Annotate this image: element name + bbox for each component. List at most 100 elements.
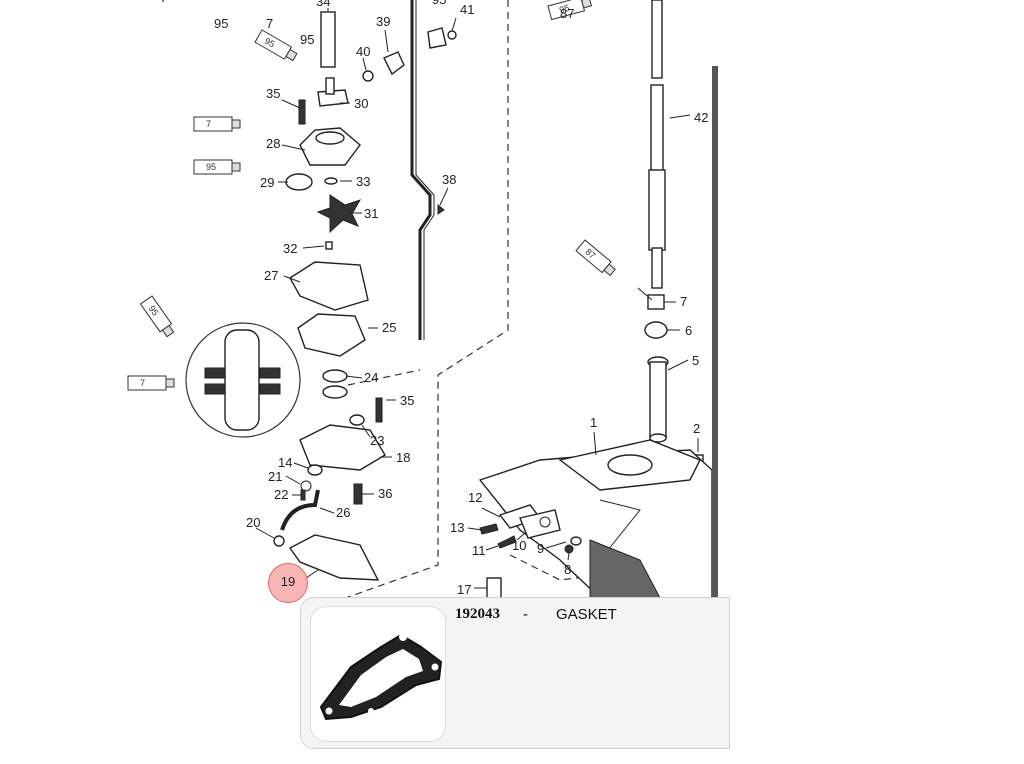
part-thumbnail[interactable]	[310, 606, 446, 742]
callout-33[interactable]: 33	[356, 174, 370, 189]
svg-text:95: 95	[558, 3, 570, 15]
sealant-tube-95: 95	[254, 29, 298, 62]
callout-42[interactable]: 42	[694, 110, 708, 125]
seal-24a[interactable]	[322, 369, 348, 383]
callout-32[interactable]: 32	[283, 241, 297, 256]
gasket-19[interactable]	[288, 534, 380, 581]
callout-14[interactable]: 14	[278, 455, 292, 470]
callout-11[interactable]: 11	[472, 543, 486, 558]
svg-text:95: 95	[147, 304, 161, 318]
callout-17[interactable]: 17	[457, 582, 471, 597]
tube-17[interactable]	[486, 577, 502, 599]
callout-8[interactable]: 8	[564, 562, 571, 577]
highlighted-callout-label: 19	[280, 574, 296, 589]
detail-view-circle	[185, 322, 301, 438]
callout-2[interactable]: 2	[693, 421, 700, 436]
nut-8[interactable]	[564, 544, 574, 554]
grommet-41[interactable]	[447, 30, 457, 40]
part-description: GASKET	[556, 606, 617, 623]
callout-26[interactable]: 26	[336, 505, 350, 520]
clip-38[interactable]	[437, 203, 445, 215]
drive-shaft[interactable]	[648, 0, 666, 289]
callout-34[interactable]: 34	[316, 0, 330, 9]
callout-25[interactable]: 25	[382, 320, 396, 335]
callout-7c[interactable]: 7	[160, 0, 167, 5]
pump-cover-28[interactable]	[299, 127, 361, 166]
callout-35[interactable]: 35	[266, 86, 280, 101]
sealant-tube-95: 95	[193, 159, 241, 175]
hose-26[interactable]	[280, 489, 320, 531]
washer-9[interactable]	[570, 536, 582, 546]
clip-21[interactable]	[300, 480, 312, 492]
clip-20[interactable]	[273, 535, 285, 547]
callout-31[interactable]: 31	[364, 206, 378, 221]
callout-22[interactable]: 22	[274, 487, 288, 502]
sealant-tube-95: 95	[139, 295, 175, 338]
gear-housing[interactable]	[478, 439, 713, 599]
callout-35b[interactable]: 35	[400, 393, 414, 408]
callout-13[interactable]: 13	[450, 520, 464, 535]
callout-30[interactable]: 30	[354, 96, 368, 111]
part-info-popup: 192043 - GASKET	[300, 597, 730, 749]
plate-27[interactable]	[289, 261, 369, 311]
sealant-tube-95: 95	[547, 0, 593, 21]
callout-29[interactable]: 29	[260, 175, 274, 190]
callout-87[interactable]: 87	[560, 6, 574, 21]
callout-95b[interactable]: 95	[214, 16, 228, 31]
seal-24b[interactable]	[322, 385, 348, 399]
callout-39[interactable]: 39	[376, 14, 390, 29]
callout-36[interactable]: 36	[378, 486, 392, 501]
callout-20[interactable]: 20	[246, 515, 260, 530]
callout-12[interactable]: 12	[468, 490, 482, 505]
dashed-guide-line	[347, 369, 421, 386]
callout-23[interactable]: 23	[370, 433, 384, 448]
callout-5[interactable]: 5	[692, 353, 699, 368]
leader-lines	[255, 8, 699, 589]
callout-21[interactable]: 21	[268, 469, 282, 484]
screw-35b[interactable]	[375, 397, 383, 423]
callout-28[interactable]: 28	[266, 136, 280, 151]
base-18[interactable]	[299, 424, 386, 471]
dashed-guide-line	[339, 0, 509, 601]
callout-40[interactable]: 40	[356, 44, 370, 59]
bushing-7[interactable]	[647, 294, 665, 310]
screw-13[interactable]	[479, 523, 499, 535]
part-separator: -	[523, 606, 528, 623]
callout-6[interactable]: 6	[685, 323, 692, 338]
callout-7[interactable]: 7	[266, 16, 273, 31]
callout-10[interactable]: 10	[512, 538, 526, 553]
pin-36[interactable]	[353, 483, 363, 505]
callout-18[interactable]: 18	[396, 450, 410, 465]
insert-29[interactable]	[285, 173, 313, 191]
part-number: 192043	[455, 606, 500, 622]
callout-24[interactable]: 24	[364, 370, 378, 385]
seal-14[interactable]	[307, 464, 323, 476]
highlighted-callout-19[interactable]: 19	[268, 563, 308, 603]
tube-5[interactable]	[647, 356, 669, 443]
callout-27[interactable]: 27	[264, 268, 278, 283]
screw-11[interactable]	[497, 535, 517, 549]
svg-text:87: 87	[583, 247, 597, 261]
seal-6[interactable]	[644, 321, 668, 339]
callout-1[interactable]: 1	[590, 415, 597, 430]
clip-39[interactable]	[383, 51, 405, 76]
callout-7b[interactable]: 7	[680, 294, 687, 309]
key-32[interactable]	[325, 241, 333, 250]
impeller-31[interactable]	[316, 194, 362, 234]
grommet-40[interactable]	[362, 70, 374, 82]
callout-95[interactable]: 95	[432, 0, 446, 7]
callout-9[interactable]: 9	[537, 541, 544, 556]
screw-35[interactable]	[298, 99, 306, 125]
callout-38[interactable]: 38	[442, 172, 456, 187]
callout-95c[interactable]: 95	[300, 32, 314, 47]
washer-33[interactable]	[324, 177, 338, 185]
clip-41a[interactable]	[427, 27, 447, 49]
svg-text:7: 7	[140, 378, 145, 388]
grommet-23[interactable]	[349, 414, 365, 426]
callout-41[interactable]: 41	[460, 2, 474, 17]
gasket-25[interactable]	[297, 313, 366, 357]
scrollbar-track[interactable]	[712, 66, 718, 598]
dashed-guide-line	[509, 554, 601, 581]
tube-34[interactable]	[320, 11, 336, 68]
